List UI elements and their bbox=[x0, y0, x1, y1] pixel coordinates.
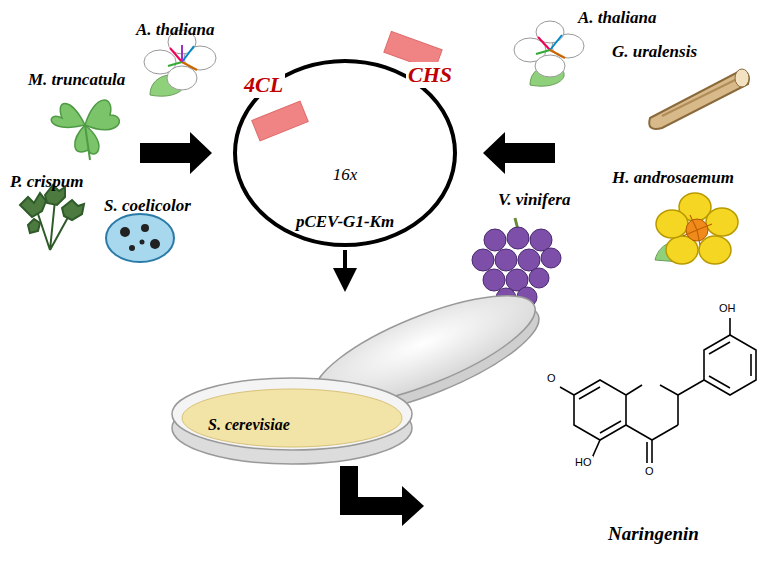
organism-name: A. thaliana bbox=[136, 20, 214, 40]
atom-label: O bbox=[546, 372, 557, 384]
bacterium-icon bbox=[106, 214, 174, 262]
organism-name: G. uralensis bbox=[612, 42, 697, 62]
parsley-icon bbox=[20, 185, 84, 250]
gene-box: CHS bbox=[384, 36, 442, 66]
flow-arrow bbox=[343, 250, 347, 288]
gene-box: 4CL bbox=[252, 106, 308, 136]
flower-icon bbox=[144, 30, 216, 96]
grape-icon bbox=[472, 218, 561, 308]
organism-name: A. thaliana bbox=[578, 8, 656, 28]
plasmid-ring bbox=[235, 61, 455, 245]
input-arrow bbox=[483, 132, 555, 174]
gene-box-outline bbox=[252, 106, 308, 136]
node-text: S. cerevisiae bbox=[208, 416, 290, 434]
organism-name: P. crispum bbox=[10, 172, 83, 192]
organism-name: H. androsaemum bbox=[612, 168, 734, 188]
root-icon bbox=[649, 69, 749, 129]
clover-icon bbox=[51, 100, 119, 160]
flower-icon bbox=[514, 21, 584, 86]
organism-name: S. coelicolor bbox=[104, 196, 191, 216]
naringenin-structure bbox=[560, 318, 756, 463]
organism-name: M. truncatula bbox=[28, 70, 125, 90]
atom-label: HO bbox=[574, 456, 593, 468]
flower-icon bbox=[655, 193, 738, 264]
input-arrow bbox=[140, 132, 212, 174]
gene-name: 4CL bbox=[242, 72, 285, 98]
compound-name: Naringenin bbox=[608, 523, 699, 545]
node-text: pCEV-G1-Km bbox=[296, 212, 394, 232]
culture-dish: S. cerevisiae bbox=[172, 290, 538, 465]
gene-block bbox=[252, 101, 308, 141]
gene-name: CHS bbox=[406, 62, 454, 88]
node-text: 16x bbox=[333, 165, 358, 185]
atom-label: O bbox=[644, 465, 655, 477]
output-arrow bbox=[340, 466, 424, 526]
organism-name: V. vinifera bbox=[498, 190, 570, 210]
petri-dish bbox=[172, 274, 551, 464]
atom-label: OH bbox=[718, 302, 737, 314]
